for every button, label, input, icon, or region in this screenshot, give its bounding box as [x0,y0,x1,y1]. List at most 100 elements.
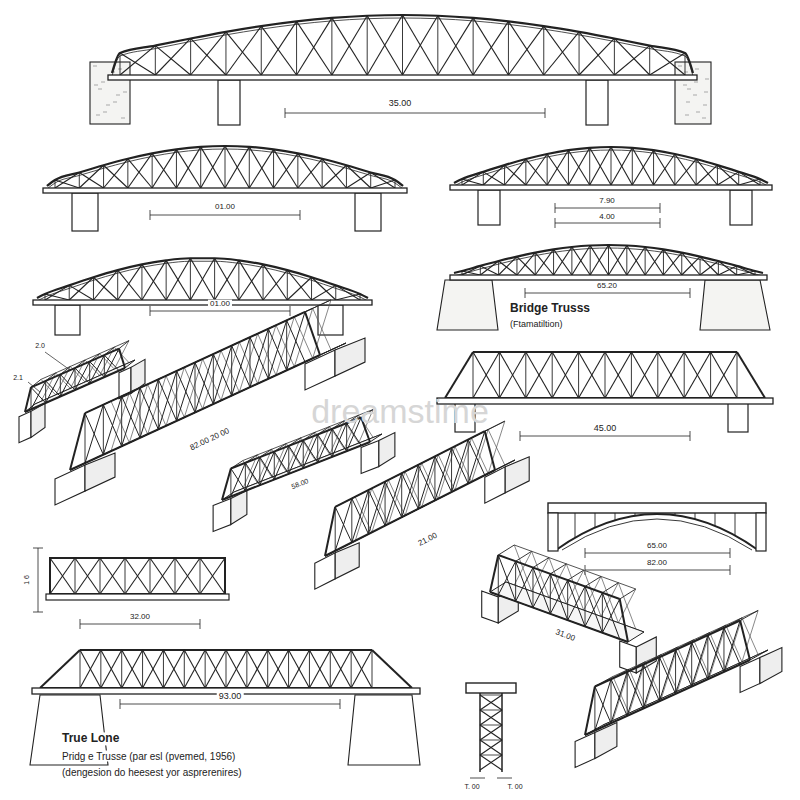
truss-member [480,755,502,756]
truss-member [402,15,403,75]
truss-member [692,635,708,686]
dimension-label: T. 00 [462,783,481,791]
truss-member [498,545,514,555]
truss-member [488,421,505,473]
truss-member [190,258,214,300]
truss-member [544,26,579,75]
truss-member [595,679,611,730]
truss-member [238,260,239,300]
truss-member [75,558,100,594]
truss-member [60,368,75,396]
truss-member [550,580,567,614]
truss-member [473,18,508,75]
truss-member [514,545,531,591]
dimension-label: 82.00 20 00 [187,426,233,454]
truss-member [340,699,341,709]
truss-member [318,429,332,463]
truss-member [695,513,696,519]
dimension-label: T. 00 [505,783,524,791]
truss-member [515,561,516,601]
truss-member [480,740,502,741]
truss-member [675,650,676,694]
truss-member [468,431,485,483]
truss-member [140,388,141,438]
truss-member [686,102,690,103]
truss-member [152,149,176,188]
truss-member [225,146,226,188]
arched-truss [450,147,772,190]
truss-member [691,643,692,687]
tower [466,683,516,778]
truss-member [480,755,502,770]
truss-member [498,555,515,601]
truss-member [434,456,435,500]
truss-member [480,710,502,711]
truss-member [116,95,120,96]
truss-member [336,294,360,300]
truss-member [303,434,317,468]
truss-member [166,260,167,300]
dimension-label: 31.00 [552,628,578,644]
truss-member [497,778,512,779]
truss-member [249,147,273,188]
truss-member [127,159,128,188]
truss-member [631,352,657,398]
truss-member [289,650,310,688]
truss-member [403,16,438,75]
truss-member [140,379,158,437]
truss-member [508,21,509,75]
pier-block [485,467,505,503]
dimension-label: 32.00 [128,613,152,622]
truss-member [685,115,689,116]
truss-member [611,147,612,185]
truss-member [69,285,70,300]
truss-member [367,16,368,75]
truss-member [462,179,483,185]
pier-block [85,453,115,491]
truss-member [300,210,301,220]
truss-member [330,650,351,688]
truss-member [650,53,685,75]
top-chord [112,18,693,76]
truss-member [215,258,239,300]
truss-member [708,628,724,679]
truss-member [736,266,737,275]
truss-member [273,149,274,188]
truss-member [532,568,533,608]
truss-member [480,710,502,725]
truss-member [480,740,502,755]
truss-member [75,362,90,390]
truss-member [372,650,373,688]
top-chord [37,258,368,298]
truss-member [75,558,76,594]
pier-block [19,411,31,442]
truss-member [585,576,601,586]
truss-member [568,150,569,185]
truss-member [367,16,402,75]
truss-member [261,26,262,75]
truss-member [313,300,331,358]
truss-member [213,346,231,404]
truss-member [351,650,372,688]
truss-member [213,354,214,404]
truss-member [567,580,568,620]
truss-member [590,147,611,185]
truss-member [80,650,101,688]
truss-member [309,650,330,688]
truss-member [659,650,675,701]
truss-member [80,624,200,625]
truss-member [142,650,143,688]
truss-member [649,46,650,75]
truss-member [590,245,608,275]
truss-member [516,568,533,602]
truss-member [370,172,371,188]
truss-member [94,85,98,86]
truss-member [286,320,287,370]
truss-member [543,26,544,75]
truss-member [585,660,750,735]
truss-member [684,352,710,398]
truss-member [287,312,305,370]
truss-member [80,619,81,629]
truss-member [632,148,633,185]
truss-member [552,352,578,398]
